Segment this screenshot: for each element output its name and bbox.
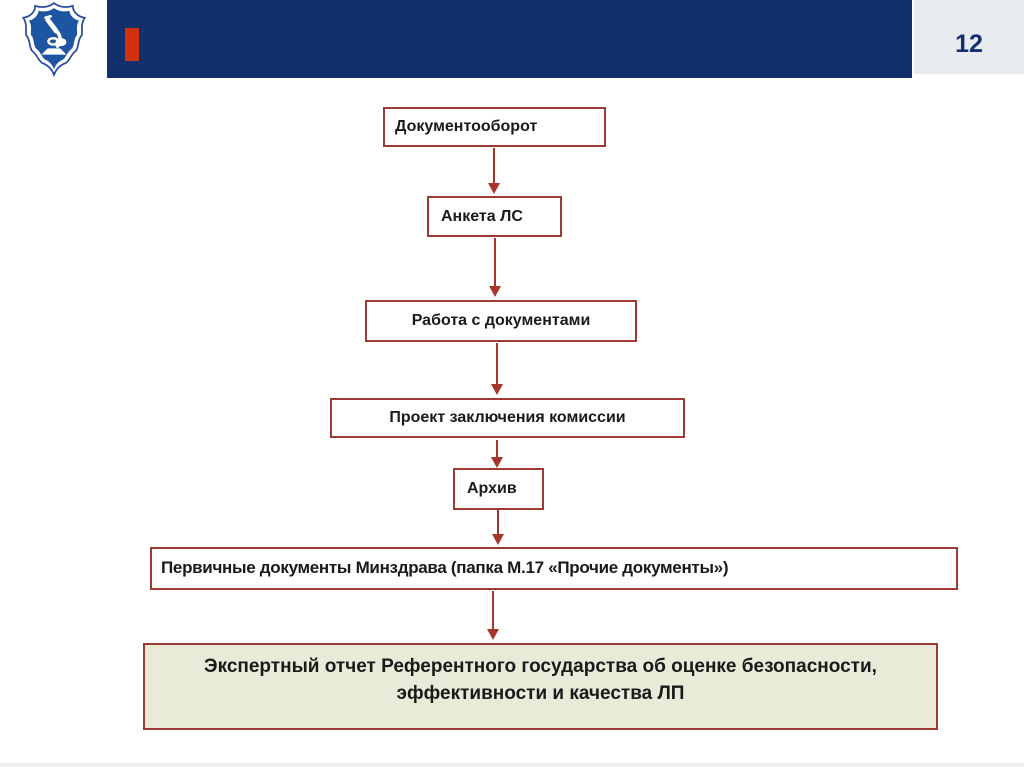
- flow-box-dokumentooborot: Документооборот: [383, 107, 606, 147]
- shield-microscope-icon: [21, 1, 87, 78]
- down-arrow: [487, 591, 499, 640]
- flow-box-label: Первичные документы Минздрава (папка М.1…: [161, 558, 729, 578]
- flow-box-label: Экспертный отчет Референтного государств…: [204, 656, 877, 704]
- bottom-edge-strip: [0, 763, 1024, 767]
- down-arrow: [491, 440, 503, 468]
- down-arrow: [488, 148, 500, 194]
- header-bar: [107, 0, 912, 78]
- page-number: 12: [955, 29, 983, 58]
- flow-box-label: Архив: [467, 480, 517, 498]
- flow-box-ekspertny-otchet: Экспертный отчет Референтного государств…: [143, 643, 938, 730]
- flow-box-label: Анкета ЛС: [441, 207, 523, 225]
- flow-box-proekt-zaklyucheniya: Проект заключения комиссии: [330, 398, 685, 438]
- flow-box-label: Документооборот: [395, 118, 538, 136]
- down-arrow: [491, 343, 503, 395]
- page-number-box: 12: [914, 0, 1024, 74]
- down-arrow: [489, 238, 501, 297]
- flow-box-rabota-s-dokumentami: Работа с документами: [365, 300, 637, 342]
- flow-box-label: Проект заключения комиссии: [389, 409, 626, 427]
- down-arrow: [492, 510, 504, 545]
- flow-box-anketa-ls: Анкета ЛС: [427, 196, 562, 237]
- red-accent-mark: [125, 28, 139, 61]
- flow-box-pervichnye-dokumenty: Первичные документы Минздрава (папка М.1…: [150, 547, 958, 590]
- flow-box-arhiv: Архив: [453, 468, 544, 510]
- organization-logo: [11, 1, 97, 79]
- flow-box-label: Работа с документами: [411, 312, 591, 330]
